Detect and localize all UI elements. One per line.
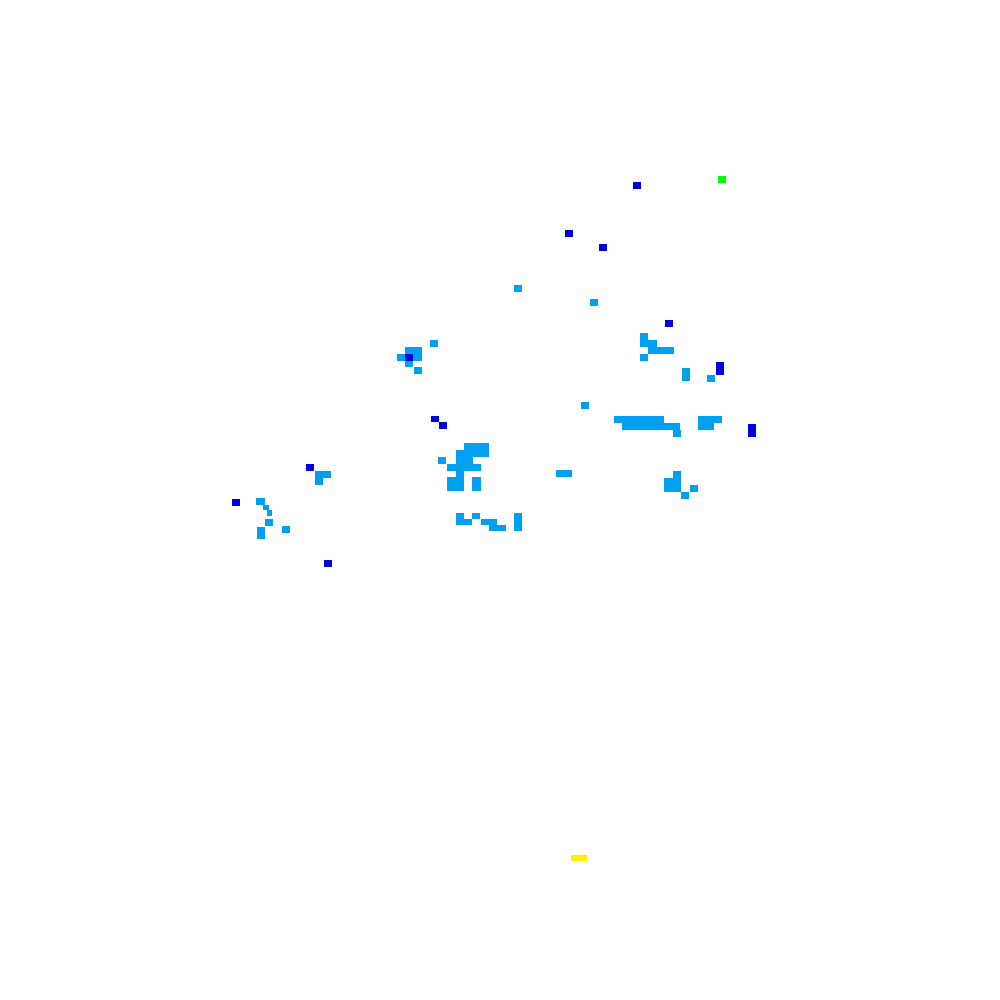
- light-blue-pixel-block: [397, 354, 405, 361]
- light-blue-pixel-block: [456, 471, 464, 477]
- light-blue-pixel-block: [590, 299, 598, 306]
- light-blue-pixel-block: [267, 510, 272, 516]
- light-blue-pixel-block: [315, 471, 331, 478]
- dark-blue-pixel-block: [324, 560, 332, 567]
- dark-blue-pixel-block: [565, 230, 573, 237]
- light-blue-pixel-block: [413, 354, 422, 361]
- dark-blue-pixel-block: [232, 499, 240, 506]
- light-blue-pixel-block: [682, 368, 690, 381]
- light-blue-pixel-block: [690, 485, 698, 492]
- light-blue-pixel-block: [472, 484, 481, 491]
- light-blue-pixel-block: [707, 375, 715, 382]
- light-blue-pixel-block: [673, 471, 681, 478]
- yellow-pixel-block: [571, 855, 587, 861]
- light-blue-pixel-block: [640, 333, 648, 340]
- light-blue-pixel-block: [472, 513, 480, 519]
- light-blue-pixel-block: [456, 519, 472, 525]
- light-blue-pixel-block: [481, 519, 497, 525]
- light-blue-pixel-block: [265, 519, 273, 526]
- dark-blue-pixel-block: [748, 424, 756, 437]
- light-blue-pixel-block: [405, 347, 422, 354]
- light-blue-pixel-block: [430, 340, 438, 347]
- dark-blue-pixel-block: [633, 182, 641, 189]
- dark-blue-pixel-block: [306, 464, 314, 471]
- light-blue-pixel-block: [456, 457, 473, 464]
- light-blue-pixel-block: [464, 443, 489, 450]
- light-blue-pixel-block: [514, 285, 522, 292]
- green-pixel-block: [718, 176, 726, 183]
- light-blue-pixel-block: [698, 416, 722, 423]
- light-blue-pixel-block: [256, 498, 265, 505]
- light-blue-pixel-block: [447, 484, 464, 491]
- light-blue-pixel-block: [447, 464, 481, 471]
- light-blue-pixel-block: [447, 477, 464, 484]
- light-blue-pixel-block: [438, 457, 446, 464]
- light-blue-pixel-block: [257, 527, 265, 539]
- light-blue-pixel-block: [673, 430, 681, 437]
- light-blue-pixel-block: [640, 340, 657, 347]
- light-blue-pixel-block: [681, 492, 689, 499]
- light-blue-pixel-block: [315, 478, 323, 485]
- light-blue-pixel-block: [456, 513, 464, 520]
- light-blue-pixel-block: [472, 477, 481, 484]
- light-blue-pixel-block: [614, 416, 664, 423]
- light-blue-pixel-block: [640, 354, 648, 361]
- light-blue-pixel-block: [414, 367, 422, 374]
- dark-blue-pixel-block: [431, 416, 439, 422]
- light-blue-pixel-block: [456, 450, 489, 457]
- light-blue-pixel-block: [282, 526, 290, 533]
- light-blue-pixel-block: [514, 513, 522, 531]
- light-blue-pixel-block: [405, 361, 413, 367]
- light-blue-pixel-block: [622, 423, 680, 430]
- light-blue-pixel-block: [581, 402, 589, 409]
- light-blue-pixel-block: [556, 470, 572, 477]
- dark-blue-pixel-block: [439, 422, 447, 429]
- light-blue-pixel-block: [664, 485, 681, 492]
- light-blue-pixel-block: [489, 525, 506, 531]
- dark-blue-pixel-block: [405, 354, 413, 361]
- light-blue-pixel-block: [698, 423, 714, 430]
- dark-blue-pixel-block: [716, 362, 724, 375]
- light-blue-pixel-block: [664, 478, 681, 485]
- light-blue-pixel-block: [648, 347, 674, 354]
- dark-blue-pixel-block: [665, 320, 673, 327]
- dark-blue-pixel-block: [599, 244, 607, 251]
- light-blue-pixel-block: [263, 505, 269, 510]
